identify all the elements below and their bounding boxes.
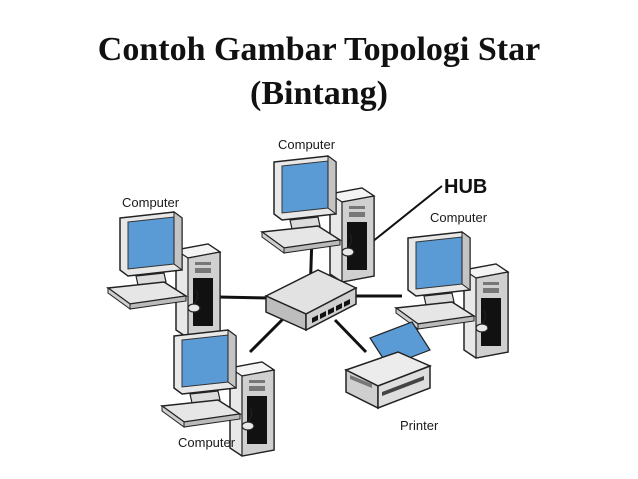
cable-left	[217, 295, 271, 300]
computer-right-label: Computer	[430, 210, 488, 225]
hub-device	[264, 269, 358, 332]
slide-title: Contoh Gambar Topologi Star (Bintang)	[0, 28, 638, 116]
computer-left	[107, 211, 221, 339]
computer-top-label: Computer	[278, 137, 336, 152]
computer-left-label: Computer	[122, 195, 180, 210]
cable-bottom-left	[248, 316, 286, 354]
hub-label: HUB	[444, 176, 487, 198]
computer-bottom-label: Computer	[178, 435, 236, 450]
computer-top	[261, 155, 375, 283]
cable-printer	[333, 318, 368, 354]
printer-label: Printer	[400, 418, 439, 433]
title-line-1: Contoh Gambar Topologi Star	[97, 31, 541, 68]
printer-device	[344, 321, 432, 410]
title-line-2: (Bintang)	[250, 75, 388, 112]
